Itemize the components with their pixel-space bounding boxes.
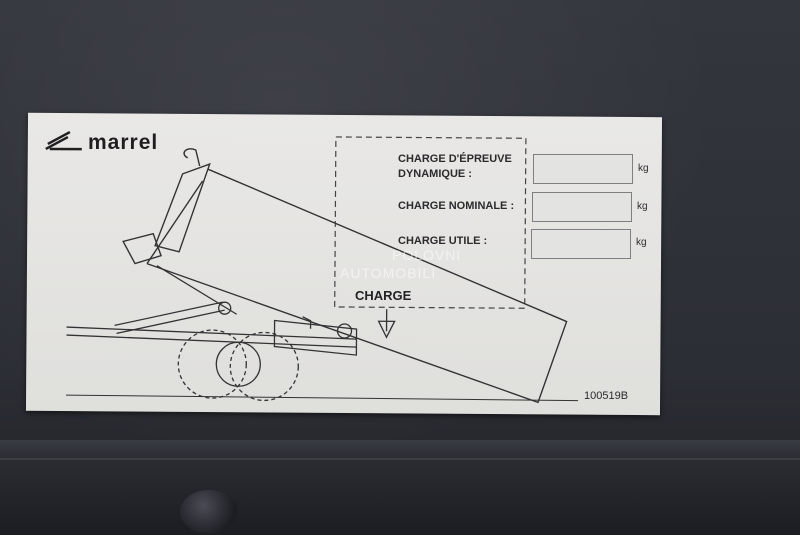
hook-arm [122, 148, 211, 265]
label-charge-epreuve-line1: CHARGE D'ÉPREUVE [398, 153, 512, 165]
unit-kg: kg [636, 237, 647, 248]
charge-arrow-icon [377, 309, 396, 339]
bolt-head [180, 490, 238, 534]
hydraulic-cylinder [114, 265, 237, 335]
container-outline [146, 168, 568, 404]
brand-logo-text: marrel [88, 131, 159, 154]
metal-ledge [0, 440, 800, 460]
identification-plate [25, 112, 663, 416]
value-box-charge-nominale [532, 192, 632, 222]
value-box-charge-utile [531, 229, 631, 259]
unit-kg: kg [638, 163, 649, 174]
diagram-charge-label: CHARGE [355, 288, 412, 303]
dashed-frame [334, 136, 527, 309]
label-charge-epreuve: CHARGE D'ÉPREUVE DYNAMIQUE : [398, 152, 512, 182]
unit-kg: kg [637, 201, 648, 212]
watermark: POLOVNI AUTOMOBILI [340, 246, 461, 282]
wheel-hubs [215, 341, 261, 387]
marrel-logo-icon [45, 130, 82, 151]
watermark-line1: POLOVNI [392, 247, 462, 263]
label-charge-epreuve-line2: DYNAMIQUE : [398, 168, 472, 180]
metal-rail [0, 458, 800, 535]
value-box-charge-epreuve [533, 154, 633, 184]
baseline [66, 394, 579, 402]
truck-chassis [66, 316, 358, 356]
label-charge-utile: CHARGE UTILE : [398, 235, 488, 247]
label-charge-nominale: CHARGE NOMINALE : [398, 200, 515, 212]
hooklift-diagram [45, 130, 579, 404]
plate-code: 100519B [584, 390, 629, 402]
watermark-line2: AUTOMOBILI [340, 265, 437, 281]
wheels [177, 329, 299, 402]
